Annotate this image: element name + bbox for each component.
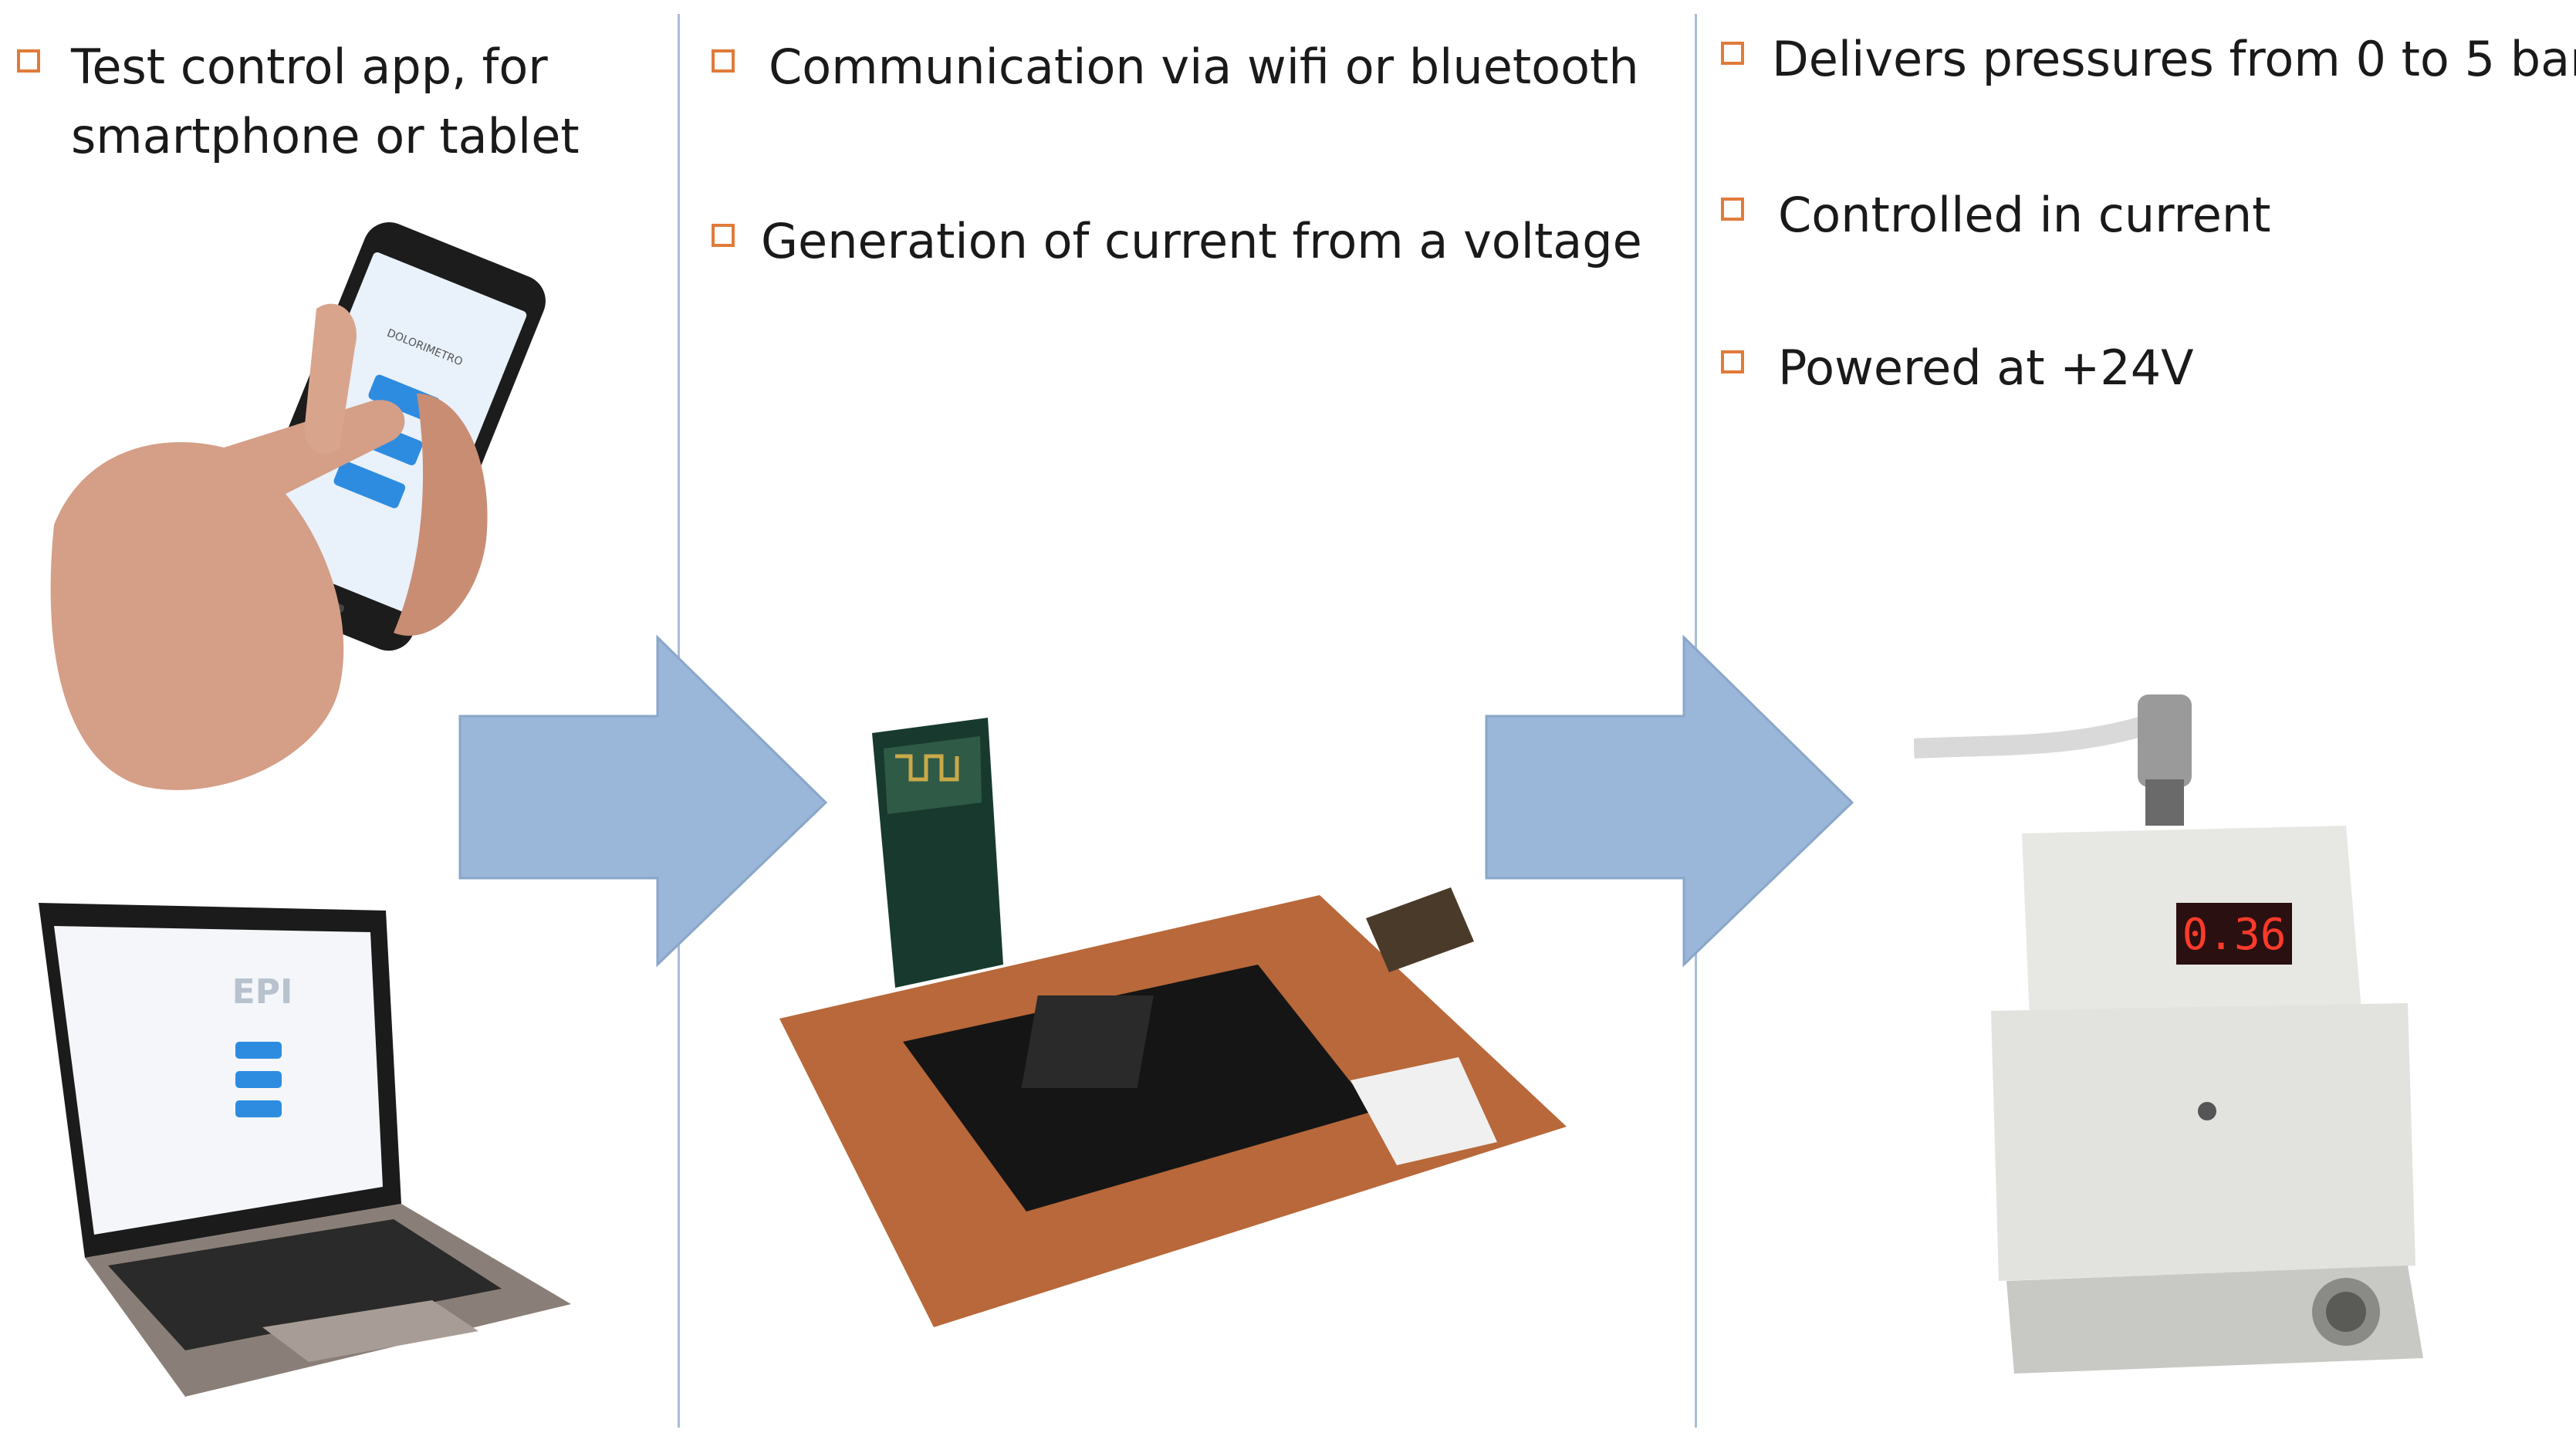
circuit-board-icon	[779, 718, 1567, 1327]
panel-regulator: Delivers pressures from 0 to 5 bar Contr…	[1698, 0, 2576, 1443]
app-bullet: Test control app, for smartphone or tabl…	[17, 32, 580, 171]
bullet-box-icon	[712, 49, 735, 73]
app-bullet-line-1: Test control app, for	[71, 39, 548, 95]
bullet-box-icon	[1721, 42, 1744, 65]
phone-in-hand-icon: DOLORIMETRO	[50, 221, 546, 790]
bullet-box-icon	[17, 49, 40, 73]
regulator-bullet-1: Delivers pressures from 0 to 5 bar	[1721, 25, 2576, 94]
bullet-box-icon	[712, 224, 735, 247]
controller-bullet-text-2: Generation of current from a voltage	[761, 213, 1642, 269]
controller-bullet-1: Communication via wifi or bluetooth	[712, 32, 1639, 102]
controller-bullet-text-1: Communication via wifi or bluetooth	[769, 39, 1639, 95]
regulator-bullet-text-3: Powered at +24V	[1778, 340, 2194, 396]
bullet-box-icon	[1721, 198, 1744, 221]
app-bullet-line-2: smartphone or tablet	[71, 108, 580, 164]
laptop-logo: EPI	[232, 972, 293, 1012]
regulator-bullet-text-1: Delivers pressures from 0 to 5 bar	[1772, 31, 2576, 87]
arrow-right-icon	[1485, 634, 1854, 968]
bullet-box-icon	[1721, 350, 1744, 373]
laptop-icon: EPI	[39, 903, 571, 1397]
phone-button-3	[333, 460, 406, 509]
regulator-bullet-3: Powered at +24V	[1721, 333, 2194, 403]
panel-app: Test control app, for smartphone or tabl…	[0, 0, 678, 1443]
panel-controller: Communication via wifi or bluetooth Gene…	[679, 0, 1695, 1443]
arrow-right-icon	[458, 634, 828, 968]
controller-bullet-2: Generation of current from a voltage	[712, 207, 1642, 276]
regulator-display: 0.36	[2182, 910, 2287, 960]
regulator-bullet-2: Controlled in current	[1721, 181, 2270, 250]
pressure-regulator-icon: 0.36	[1914, 694, 2423, 1374]
regulator-bullet-text-2: Controlled in current	[1778, 187, 2271, 243]
